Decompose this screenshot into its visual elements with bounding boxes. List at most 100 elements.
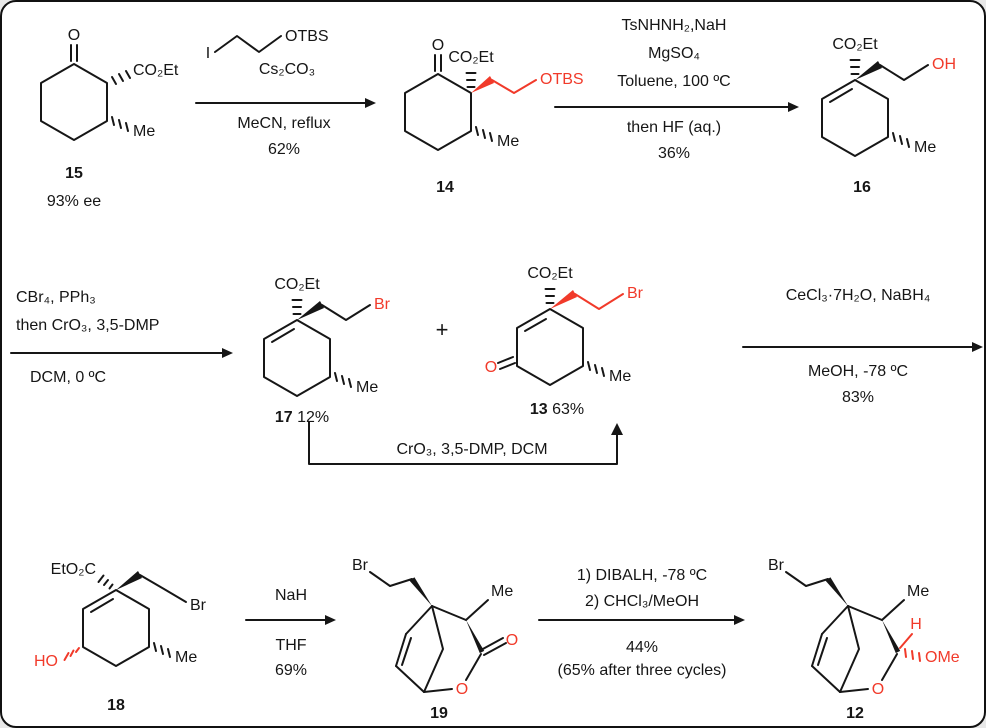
compound-19-bromide-label: Br bbox=[352, 557, 369, 574]
compound-12-bromide-label: Br bbox=[768, 557, 785, 574]
compound-19-chain-wedge bbox=[409, 577, 432, 606]
step6-solvent-label: THF bbox=[275, 637, 307, 654]
compound-16-hydroxyl-label: OH bbox=[932, 56, 956, 73]
compound-13-structure: O CO₂Et Br Me bbox=[485, 265, 644, 386]
compound-17-structure: CO₂Et Br Me bbox=[263, 276, 391, 397]
compound-18-ester-label: EtO₂C bbox=[51, 561, 96, 578]
compound-15-ester-label: CO₂Et bbox=[133, 62, 179, 79]
compound-17-bromide-label: Br bbox=[374, 296, 391, 313]
compound-18-hydroxyl-label: HO bbox=[34, 653, 58, 670]
compound-18-methyl-hash-bond bbox=[153, 642, 171, 658]
compound-19-methyl-label: Me bbox=[491, 583, 513, 600]
compound-14-otbs-label: OTBS bbox=[540, 71, 584, 88]
compound-17-methyl-hash-bond bbox=[334, 372, 352, 388]
compound-12-structure: Br Me H OMe O bbox=[768, 557, 960, 698]
step6-reagent-line: NaH bbox=[274, 587, 307, 604]
reaction-arrow-4 bbox=[742, 342, 983, 352]
compound-16-ester-hash-bond bbox=[849, 59, 861, 75]
compound-15-ester-hash-bond bbox=[111, 70, 131, 85]
compound-16-methyl-label: Me bbox=[914, 139, 936, 156]
compound-17-caption: 17 12% bbox=[237, 408, 367, 428]
reaction-arrow-1 bbox=[195, 98, 376, 108]
compound-18-ester-hash-bond bbox=[97, 574, 114, 590]
compound-13-chain-wedge bbox=[550, 290, 577, 309]
step5-reagent-label: CrO₃, 3,5-DMP, DCM bbox=[396, 441, 548, 458]
compound-12-methyl-label: Me bbox=[907, 583, 929, 600]
step1-yield-label: 62% bbox=[267, 141, 301, 158]
compound-17-ester-label: CO₂Et bbox=[274, 276, 320, 293]
step4-condition-line: MeOH, -78 ºC bbox=[807, 363, 909, 380]
otbs-label: OTBS bbox=[285, 28, 329, 45]
compound-14-number: 14 bbox=[436, 179, 454, 196]
compound-14-methyl-label: Me bbox=[497, 133, 519, 150]
step2-reagent-line-2: MgSO₄ bbox=[648, 45, 700, 62]
compound-18-chain-wedge bbox=[116, 571, 142, 590]
compound-13-ester-hash-bond bbox=[544, 288, 556, 304]
reaction-arrow-5 bbox=[245, 615, 336, 625]
compound-18-number: 18 bbox=[107, 697, 125, 714]
compound-15-structure: O CO₂Et Me bbox=[40, 27, 179, 141]
compound-19-number: 19 bbox=[430, 705, 448, 722]
step7-reagent-line-1: 1) DIBALH, -78 ºC bbox=[576, 567, 708, 584]
step6-yield-label: 69% bbox=[274, 662, 308, 679]
compound-13-number: 13 bbox=[529, 401, 548, 418]
compound-15-methyl-label: Me bbox=[133, 123, 155, 140]
compound-17-yield: 12% bbox=[297, 409, 330, 426]
step4-reagent-line: CeCl₃·7H₂O, NaBH₄ bbox=[785, 287, 931, 304]
compound-17-number: 17 bbox=[274, 409, 293, 426]
step3-reagent-line-2: then CrO₃, 3,5-DMP bbox=[16, 317, 160, 334]
compound-13-bromide-label: Br bbox=[627, 285, 644, 302]
compound-14-chain-wedge bbox=[471, 76, 494, 93]
compound-17-chain-wedge bbox=[297, 301, 324, 320]
compound-14-structure: O CO₂Et OTBS Me bbox=[404, 37, 584, 151]
compound-13-ester-label: CO₂Et bbox=[527, 265, 573, 282]
step2-yield-label: 36% bbox=[657, 145, 691, 162]
step3-reagent-line-1: CBr₄, PPh₃ bbox=[16, 289, 96, 306]
iodine-label: I bbox=[206, 45, 210, 62]
compound-12-chain-wedge bbox=[825, 577, 848, 606]
step1-iodide-reagent-structure: I OTBS bbox=[206, 28, 329, 62]
compound-14-ester-label: CO₂Et bbox=[448, 49, 494, 66]
compound-14-ester-hash-bond bbox=[465, 72, 477, 88]
step2-reagent-line-3: Toluene, 100 ºC bbox=[617, 73, 731, 90]
compound-13-yield: 63% bbox=[552, 401, 585, 418]
compound-12-hydrogen-label: H bbox=[910, 616, 922, 633]
compound-17-methyl-label: Me bbox=[356, 379, 378, 396]
compound-16-structure: CO₂Et OH Me bbox=[821, 36, 956, 157]
step7-yield-label: 44% bbox=[625, 639, 659, 656]
compound-19-carbonyl-o-label: O bbox=[506, 632, 518, 649]
compound-18-structure: EtO₂C Br Me HO bbox=[34, 561, 207, 670]
compound-15-ee-note: 93% ee bbox=[46, 193, 102, 210]
step1-solvent-label: MeCN, reflux bbox=[237, 115, 331, 132]
compound-16-number: 16 bbox=[853, 179, 871, 196]
plus-sign: + bbox=[435, 317, 449, 342]
compound-16-ester-label: CO₂Et bbox=[832, 36, 878, 53]
compound-12-methoxy-label: OMe bbox=[925, 649, 960, 666]
step4-yield-label: 83% bbox=[841, 389, 875, 406]
compound-12-number: 12 bbox=[846, 705, 864, 722]
compound-15-ketone-o-label: O bbox=[68, 27, 80, 44]
compound-16-methyl-hash-bond bbox=[892, 132, 910, 148]
step7-yield-note: (65% after three cycles) bbox=[557, 662, 727, 679]
compound-13-methyl-label: Me bbox=[609, 368, 631, 385]
reaction-arrow-6 bbox=[538, 615, 745, 625]
compound-14-methyl-hash-bond bbox=[475, 126, 493, 142]
compound-12-methoxy-hash-bond bbox=[904, 648, 921, 662]
reaction-arrow-3 bbox=[10, 348, 233, 358]
step3-solvent-label: DCM, 0 ºC bbox=[30, 369, 107, 386]
step7-reagent-line-2: 2) CHCl₃/MeOH bbox=[584, 593, 700, 610]
compound-18-bromide-label: Br bbox=[190, 597, 207, 614]
compound-17-ester-hash-bond bbox=[291, 299, 303, 315]
step1-base-label: Cs₂CO₃ bbox=[258, 61, 316, 78]
compound-16-chain-wedge bbox=[855, 61, 882, 80]
reaction-arrow-2 bbox=[554, 102, 799, 112]
compound-19-structure: Br Me O O bbox=[352, 557, 518, 698]
compound-13-caption: 13 63% bbox=[492, 400, 622, 420]
compound-15-methyl-hash-bond bbox=[111, 116, 129, 132]
compound-14-ketone-o-label: O bbox=[432, 37, 444, 54]
compound-13-methyl-hash-bond bbox=[587, 361, 605, 377]
compound-12-ring-o-label: O bbox=[872, 681, 884, 698]
recycle-arrow-17-to-13 bbox=[308, 421, 623, 465]
compound-15-number: 15 bbox=[65, 165, 83, 182]
